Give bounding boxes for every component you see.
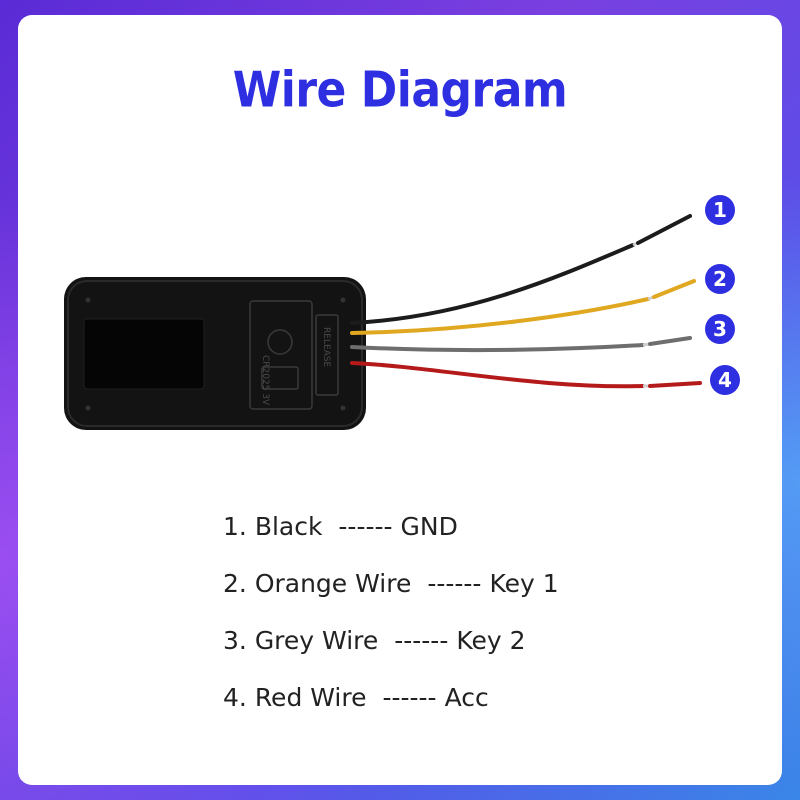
battery-icon xyxy=(267,329,293,355)
legend-dashes: ------ xyxy=(382,683,437,712)
battery-slot-icon xyxy=(261,366,299,390)
legend-item-4: 4. Red Wire ------Acc xyxy=(223,678,559,735)
legend-wire-name: Red Wire xyxy=(254,683,367,712)
battery-label: CR2025 3V xyxy=(260,355,270,406)
legend-item-3: 3. Grey Wire ------Key 2 xyxy=(223,621,559,678)
legend-dashes: ------ xyxy=(394,626,449,655)
legend-wire-name: Black xyxy=(254,512,323,541)
legend-function: Key 1 xyxy=(489,569,559,598)
wire-legend: 1. Black ------GND 2. Orange Wire ------… xyxy=(223,507,559,735)
legend-item-2: 2. Orange Wire ------Key 1 xyxy=(223,564,559,621)
device-body xyxy=(64,277,366,430)
wire-4-red xyxy=(350,361,702,389)
legend-function: Key 2 xyxy=(456,626,526,655)
badge-4-number: 4 xyxy=(718,368,732,392)
page-title: Wire Diagram xyxy=(232,61,568,120)
screw-hole xyxy=(85,405,91,411)
device-edge xyxy=(67,280,363,427)
wire-2-orange xyxy=(350,279,696,335)
badge-3-number: 3 xyxy=(713,317,727,341)
legend-wire-name: Orange Wire xyxy=(254,569,412,598)
release-label: RELEASE xyxy=(321,327,331,368)
screw-hole xyxy=(340,405,346,411)
diagram-card: Wire Diagram CR2025 3V RELEASE xyxy=(18,15,782,785)
screw-hole xyxy=(340,297,346,303)
legend-index: 1. xyxy=(223,512,247,541)
badge-1-number: 1 xyxy=(713,198,727,222)
badge-4: 4 xyxy=(710,365,740,395)
legend-index: 2. xyxy=(223,569,247,598)
screw-hole xyxy=(85,297,91,303)
legend-item-1: 1. Black ------GND xyxy=(223,507,559,564)
wire-3-grey xyxy=(350,336,692,353)
legend-function: GND xyxy=(400,512,458,541)
badge-1: 1 xyxy=(705,195,735,225)
badge-2: 2 xyxy=(705,264,735,294)
legend-index: 3. xyxy=(223,626,247,655)
legend-index: 4. xyxy=(223,683,247,712)
release-tab xyxy=(315,314,339,396)
device-window xyxy=(83,318,205,390)
legend-function: Acc xyxy=(444,683,489,712)
legend-dashes: ------ xyxy=(427,569,482,598)
battery-cover xyxy=(249,300,313,410)
badge-2-number: 2 xyxy=(713,267,727,291)
device-module: CR2025 3V RELEASE xyxy=(64,277,366,430)
legend-dashes: ------ xyxy=(338,512,393,541)
wire-1-black xyxy=(350,214,692,325)
legend-wire-name: Grey Wire xyxy=(254,626,379,655)
wiring-illustration: CR2025 3V RELEASE 1 xyxy=(64,195,740,430)
badge-3: 3 xyxy=(705,314,735,344)
